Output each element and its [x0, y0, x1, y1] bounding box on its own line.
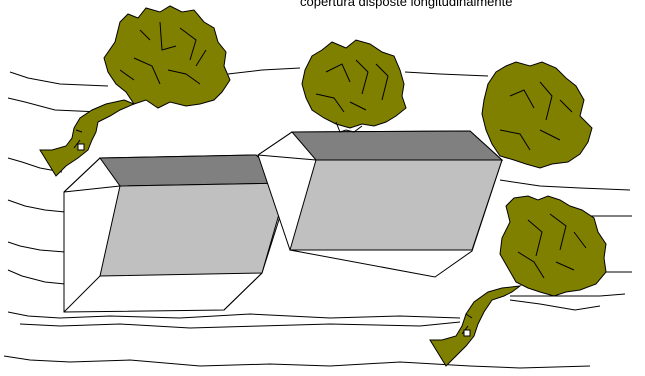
tree-3 [481, 61, 593, 169]
tree-2 [301, 39, 407, 133]
tree-1 [39, 5, 231, 177]
tree-4 [429, 195, 607, 367]
roof-module-left [63, 154, 291, 313]
roof-module-right [257, 130, 504, 278]
diagram-caption: copertura disposte longitudinalmente [300, 0, 513, 9]
